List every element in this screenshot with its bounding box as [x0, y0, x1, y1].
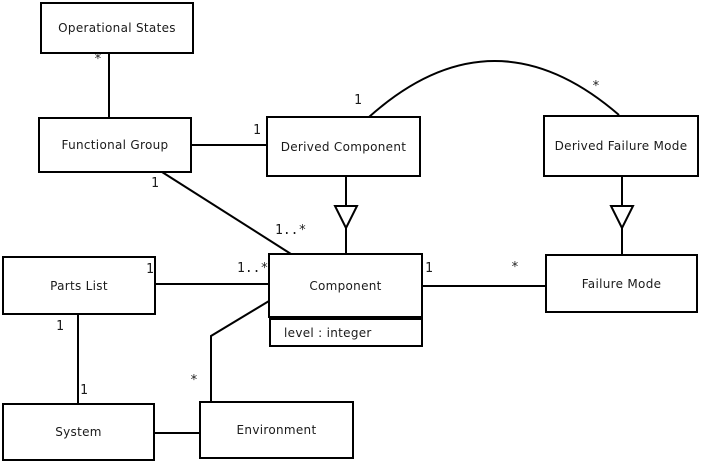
- class-name-label: Environment: [236, 423, 317, 437]
- class-box-derived-failure-mode[interactable]: Derived Failure Mode: [543, 115, 699, 177]
- class-name-label: Operational States: [58, 21, 176, 35]
- multiplicity-label: 1: [56, 319, 64, 334]
- multiplicity-label: 1..*: [275, 223, 307, 238]
- multiplicity-label: *: [511, 260, 519, 275]
- multiplicity-label: *: [190, 373, 198, 388]
- class-name-label: System: [55, 425, 102, 439]
- multiplicity-label: 1: [354, 93, 362, 108]
- class-name-label: Functional Group: [61, 138, 169, 152]
- class-box-operational-states[interactable]: Operational States: [40, 2, 194, 54]
- generalization-arrow-icon: [333, 205, 359, 231]
- class-attribute-label: level : integer: [284, 325, 372, 340]
- multiplicity-label: 1: [80, 383, 88, 398]
- class-name-label: Derived Component: [280, 139, 407, 154]
- association-derived-component-derived-failure-mode-arc: [368, 60, 620, 118]
- multiplicity-label: 1: [151, 176, 159, 191]
- class-box-parts-list[interactable]: Parts List: [2, 256, 156, 315]
- class-box-failure-mode[interactable]: Failure Mode: [545, 254, 698, 313]
- class-box-system[interactable]: System: [2, 403, 155, 461]
- class-box-component-attributes[interactable]: level : integer: [269, 318, 423, 347]
- multiplicity-label: 1: [425, 261, 433, 276]
- multiplicity-label: 1: [253, 123, 261, 138]
- class-name-label: Component: [309, 278, 382, 293]
- generalization-arrow-icon: [609, 205, 635, 231]
- class-box-component[interactable]: Component: [268, 253, 423, 318]
- class-box-functional-group[interactable]: Functional Group: [38, 117, 192, 173]
- multiplicity-label: 1..*: [237, 261, 269, 276]
- association-component-environment-line: [210, 300, 270, 402]
- multiplicity-label: *: [592, 79, 600, 94]
- class-name-label: Parts List: [50, 278, 108, 293]
- class-box-environment[interactable]: Environment: [199, 401, 354, 459]
- multiplicity-label: *: [94, 52, 102, 67]
- class-name-label: Derived Failure Mode: [554, 139, 688, 153]
- class-name-label: Failure Mode: [581, 276, 662, 291]
- class-box-derived-component[interactable]: Derived Component: [266, 116, 421, 177]
- multiplicity-label: 1: [146, 262, 154, 277]
- association-functional-group-component-line: [161, 171, 292, 255]
